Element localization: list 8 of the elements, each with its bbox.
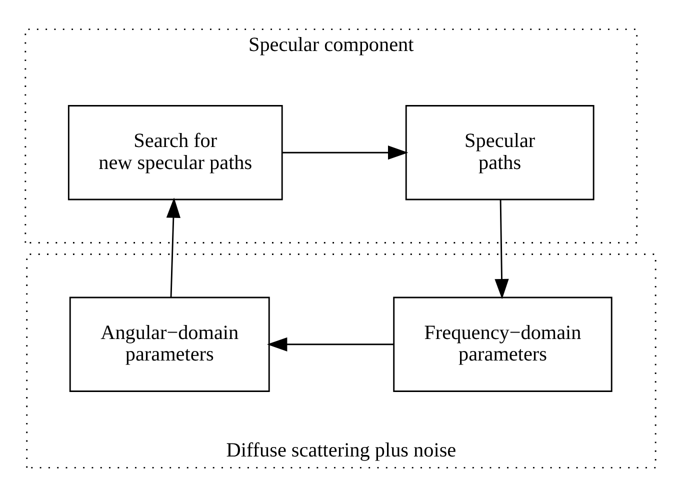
node-box: Frequency−domain parameters <box>393 296 612 392</box>
arrow <box>282 145 408 160</box>
node-box: Angular−domain parameters <box>69 296 270 392</box>
arrow <box>166 197 180 297</box>
arrow <box>494 199 509 299</box>
node-box: Search for new specular paths <box>68 104 283 200</box>
node-box: Specular paths <box>405 104 594 200</box>
arrow <box>266 336 394 351</box>
